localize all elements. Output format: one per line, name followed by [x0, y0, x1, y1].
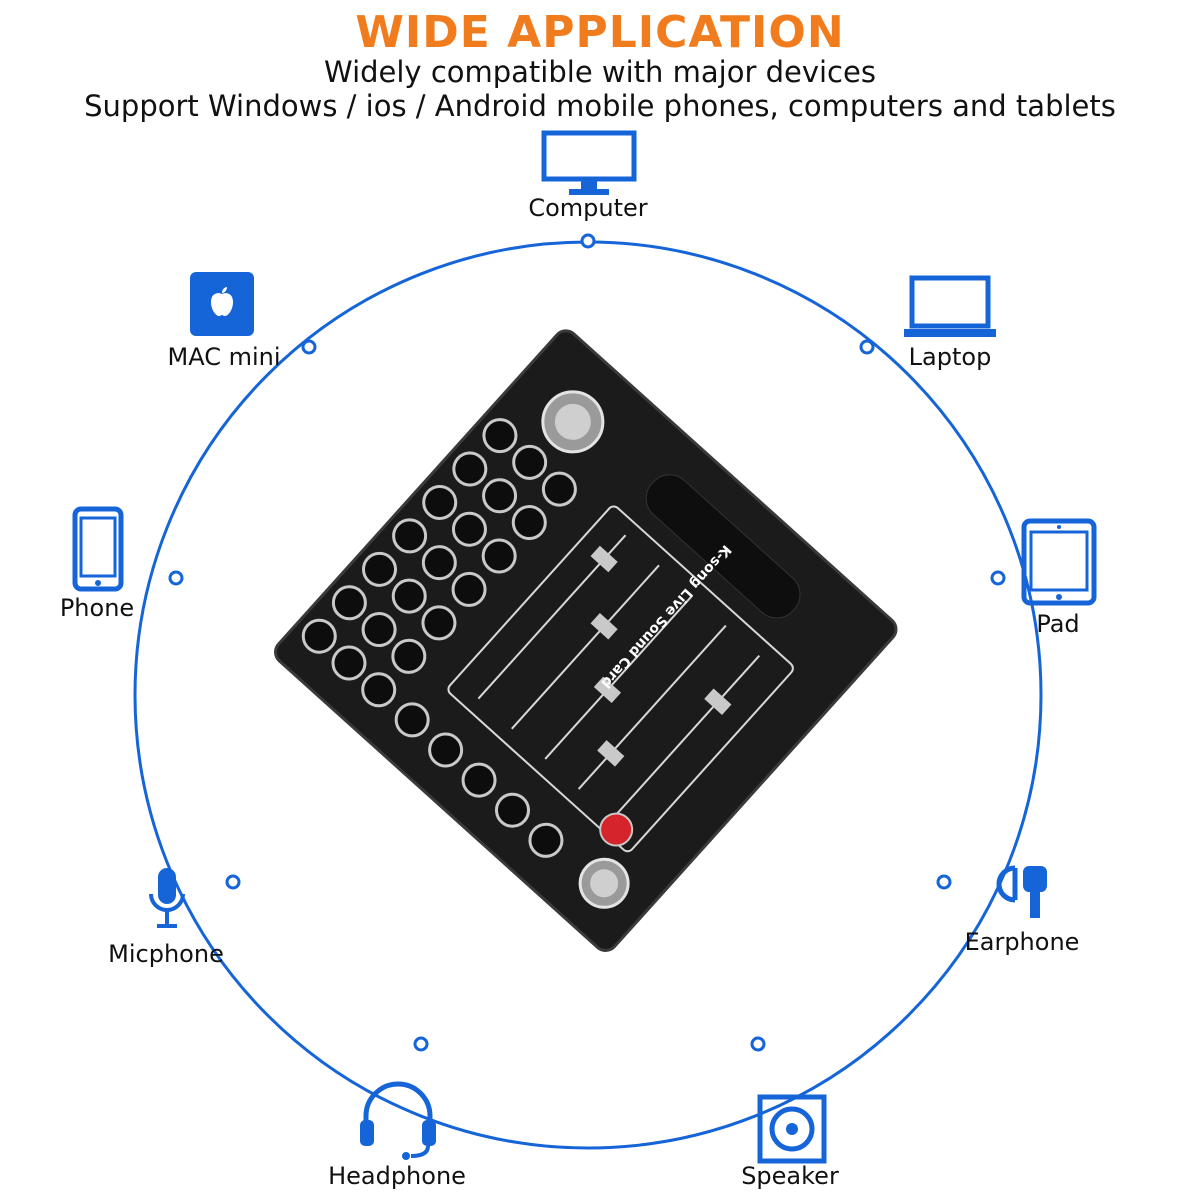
- effect-button: [392, 518, 428, 554]
- effect-button: [461, 762, 497, 798]
- effect-button: [421, 605, 457, 641]
- effect-button: [391, 638, 427, 674]
- fader-cap: [704, 688, 732, 715]
- fader-cap: [593, 676, 622, 704]
- slider-panel: [447, 505, 794, 853]
- effect-button: [331, 585, 367, 621]
- effect-button: [361, 672, 397, 708]
- mac-mini-label: MAC mini: [167, 343, 281, 371]
- node-earphone: [936, 874, 952, 890]
- effect-button: [451, 511, 487, 547]
- node-headphone: [413, 1036, 429, 1052]
- effect-button: [481, 538, 517, 574]
- power-button: [599, 812, 634, 847]
- effect-button: [494, 792, 530, 828]
- node-pad: [990, 570, 1006, 586]
- node-computer: [580, 233, 596, 249]
- effect-button: [361, 612, 397, 648]
- effect-button: [451, 571, 487, 607]
- effect-button: [301, 618, 337, 654]
- effect-button: [361, 551, 397, 587]
- laptop-label: Laptop: [908, 343, 992, 371]
- page-title: WIDE APPLICATION: [355, 7, 845, 58]
- speaker-label: Speaker: [741, 1162, 839, 1190]
- fader-cap: [597, 740, 625, 767]
- effect-buttons: [301, 418, 577, 858]
- subtitle-platforms: Support Windows / ios / Android mobile p…: [84, 89, 1116, 123]
- micphone-label: Micphone: [108, 940, 224, 968]
- node-phone: [168, 570, 184, 586]
- apple-icon: [190, 272, 254, 336]
- computer-label: Computer: [528, 194, 648, 222]
- effect-button: [394, 702, 430, 738]
- effect-button: [541, 471, 577, 507]
- node-micphone: [225, 874, 241, 890]
- headphone-label: Headphone: [328, 1162, 466, 1190]
- effect-button: [452, 451, 488, 487]
- fader-cap: [590, 613, 618, 640]
- effect-button: [511, 505, 547, 541]
- earphone-label: Earphone: [964, 928, 1080, 956]
- effect-button: [428, 732, 464, 768]
- laptop-icon: [904, 275, 996, 337]
- subtitle-compatibility: Widely compatible with major devices: [324, 55, 876, 89]
- effect-button: [391, 578, 427, 614]
- effect-button: [528, 822, 564, 858]
- effect-button: [331, 645, 367, 681]
- speaker-icon: [757, 1094, 827, 1164]
- phone-label: Phone: [59, 594, 135, 622]
- effect-button: [422, 484, 458, 520]
- pad-label: Pad: [1036, 610, 1080, 638]
- node-laptop: [859, 339, 875, 355]
- microphone-icon: [149, 868, 185, 928]
- phone-icon: [72, 506, 124, 592]
- effect-button: [482, 478, 518, 514]
- effect-button: [512, 444, 548, 480]
- computer-icon: [541, 130, 637, 195]
- display-slot: [645, 474, 801, 619]
- earphone-icon: [996, 865, 1047, 918]
- effect-button: [421, 545, 457, 581]
- fader-cap: [590, 545, 618, 573]
- sound-card-product: K-song Live Sound Card: [274, 329, 898, 952]
- headphone-icon: [360, 1081, 436, 1160]
- fader-caps: [590, 545, 732, 767]
- node-mac-mini: [301, 339, 317, 355]
- connection-nodes: [168, 233, 1006, 1052]
- node-speaker: [750, 1036, 766, 1052]
- effect-button: [482, 418, 518, 454]
- pad-icon: [1021, 518, 1097, 606]
